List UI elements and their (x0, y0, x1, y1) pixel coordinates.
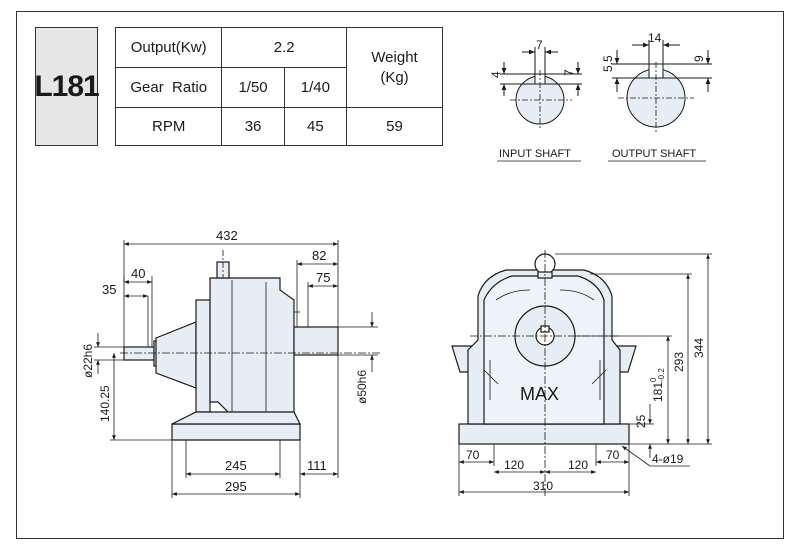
weight-value: 59 (346, 107, 443, 146)
output-key-depth: 5.5 (601, 55, 615, 72)
ratio-1: 1/50 (221, 67, 285, 108)
dim-overall-width: 310 (533, 479, 553, 493)
dim-shaft-center: 181 (651, 382, 665, 402)
dim-input-dia: ø22h6 (81, 344, 95, 378)
dim-overall-height: 344 (692, 338, 706, 358)
rpm-1: 36 (221, 107, 285, 146)
input-shaft-label: INPUT SHAFT (499, 148, 571, 160)
dim-base-thickness: 25 (634, 414, 648, 428)
output-label: Output(Kw) (114, 27, 223, 68)
model-label: L181 (34, 27, 100, 146)
spec-table: Output(Kw) 2.2 Weight (Kg) Gear Ratio 1/… (114, 27, 443, 146)
dim-top-height: 293 (672, 352, 686, 372)
input-key-depth: 4 (489, 71, 503, 78)
output-key-width: 14 (648, 31, 662, 45)
dim-output-shaft-len: 82 (312, 248, 326, 263)
side-view-dimensions (94, 240, 378, 498)
drawing-frame (16, 11, 784, 539)
weight-label: Weight (Kg) (346, 27, 443, 108)
dim-overall-length: 432 (216, 228, 238, 243)
rpm-label: RPM (114, 107, 223, 146)
side-view-body (123, 261, 339, 441)
side-view-details (120, 250, 380, 412)
weight-label-text: Weight (Kg) (371, 48, 418, 86)
dim-half-span-right: 120 (568, 458, 588, 472)
output-shaft-label: OUTPUT SHAFT (612, 148, 696, 160)
output-value: 2.2 (221, 27, 348, 68)
front-view-body (451, 253, 637, 445)
dim-output-dia: ø50h6 (355, 370, 369, 404)
output-key-height: 9 (692, 55, 706, 62)
dim-input-height: 140.25 (98, 385, 112, 422)
dim-foot-left: 70 (466, 448, 480, 462)
dim-output-shaft-key: 75 (316, 270, 330, 285)
dim-base-length: 245 (225, 458, 247, 473)
ratio-2: 1/40 (283, 67, 348, 108)
front-view-details (470, 250, 620, 496)
dim-bolt-holes: 4-ø19 (652, 452, 684, 466)
dim-half-span-left: 120 (504, 458, 524, 472)
input-key-width: 7 (536, 38, 543, 52)
dim-input-key-len: 35 (102, 282, 116, 297)
rpm-2: 45 (283, 107, 348, 146)
dim-shaft-tol: 0-0.2 (649, 368, 666, 382)
front-view-dimensions (458, 253, 712, 496)
input-key-height: 7 (562, 69, 576, 76)
dim-foot-right: 70 (606, 448, 620, 462)
output-shaft-section (612, 40, 712, 134)
dim-base-total: 295 (225, 479, 247, 494)
dim-input-shaft-len: 40 (131, 266, 145, 281)
max-label: MAX (520, 384, 559, 404)
dim-base-offset: 111 (307, 458, 327, 473)
input-shaft-section (500, 47, 582, 130)
